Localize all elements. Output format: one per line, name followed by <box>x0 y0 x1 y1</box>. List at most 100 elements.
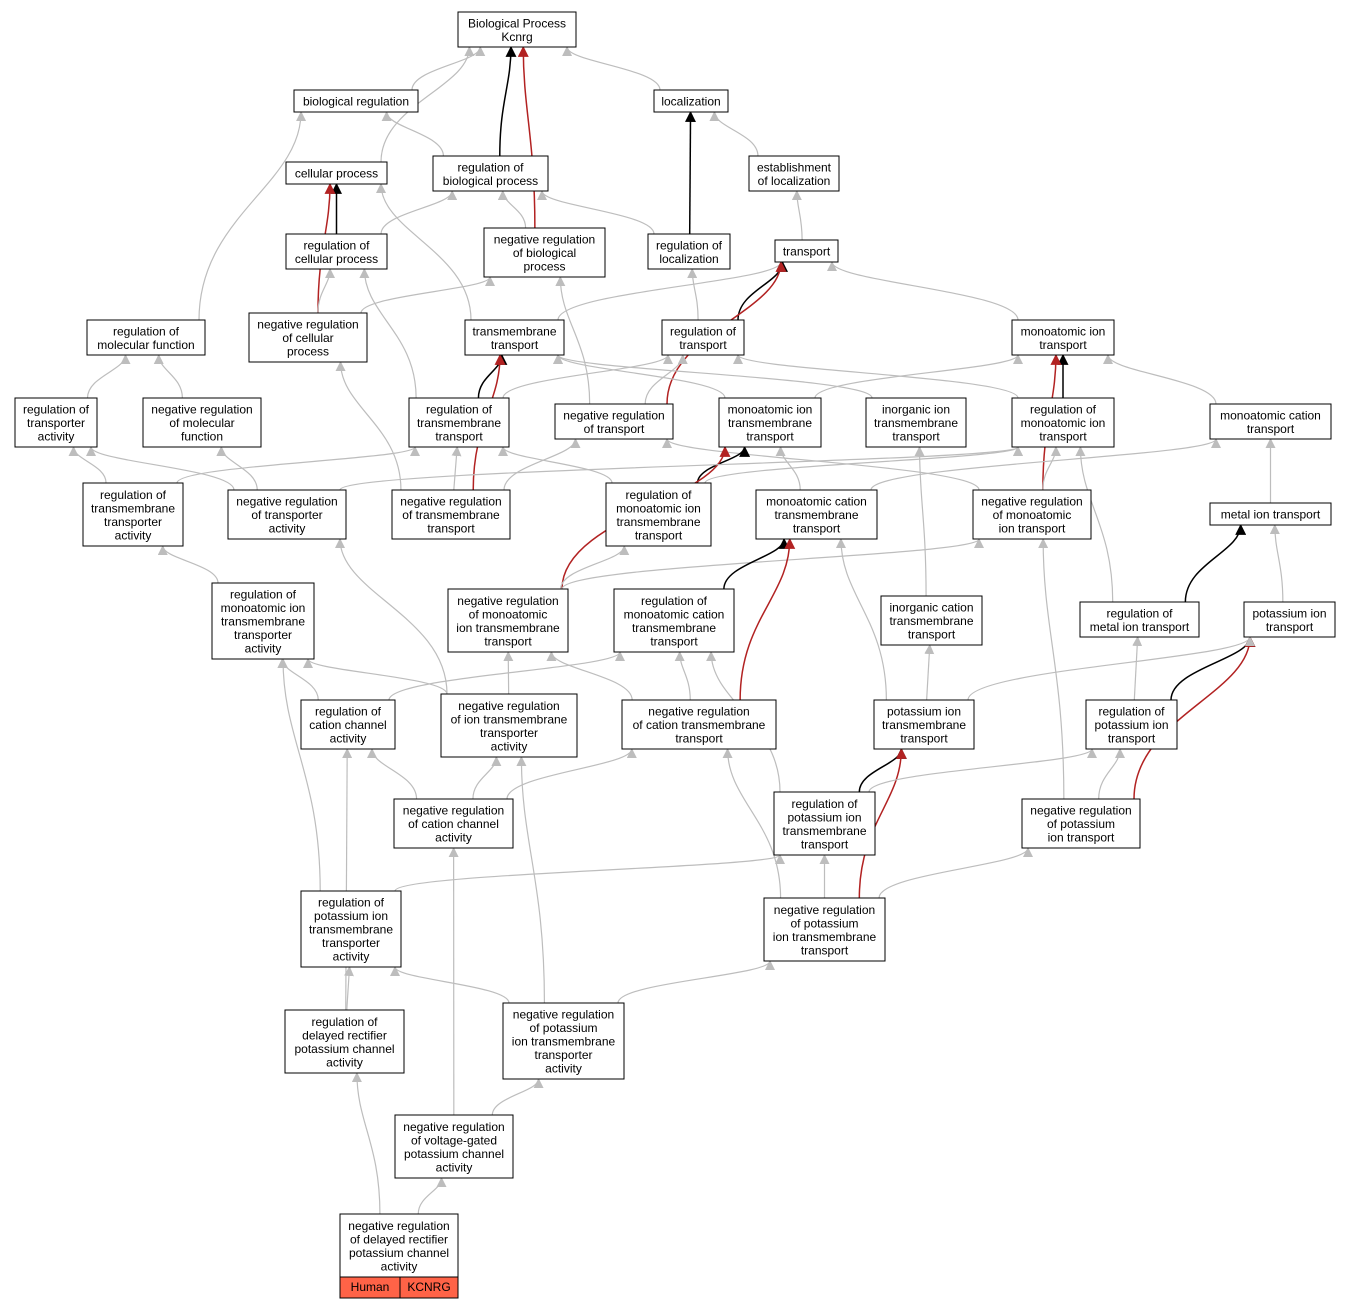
go-term-box[interactable] <box>284 1009 405 1074</box>
go-term-box[interactable] <box>142 397 262 448</box>
go-term-box[interactable] <box>1011 397 1115 448</box>
go-term-box[interactable] <box>865 397 967 448</box>
go-term-node[interactable]: cellular process <box>285 161 388 185</box>
go-term-box[interactable] <box>1209 502 1332 526</box>
go-term-node[interactable]: localization <box>653 89 729 113</box>
go-term-box[interactable] <box>86 319 206 356</box>
go-term-box[interactable] <box>464 319 565 356</box>
go-term-box[interactable] <box>1079 601 1200 638</box>
go-term-box[interactable] <box>661 319 745 356</box>
go-term-box[interactable] <box>653 89 729 113</box>
go-term-box[interactable] <box>14 397 98 448</box>
go-term-box[interactable] <box>613 588 735 653</box>
go-term-box[interactable] <box>647 233 731 270</box>
go-term-box[interactable] <box>391 489 511 540</box>
go-term-box[interactable] <box>82 482 184 547</box>
go-term-box[interactable] <box>502 1002 625 1080</box>
go-term-box[interactable] <box>763 897 886 962</box>
go-term-box[interactable] <box>972 489 1092 540</box>
go-term-box[interactable] <box>440 693 578 758</box>
go-term-node[interactable]: transport <box>774 239 839 263</box>
go-term-box[interactable] <box>300 699 396 750</box>
go-term-box[interactable] <box>880 595 983 646</box>
go-term-box[interactable] <box>393 798 514 849</box>
go-term-box[interactable] <box>339 1213 459 1278</box>
go-term-box[interactable] <box>248 312 368 363</box>
go-term-box[interactable] <box>748 155 840 192</box>
go-term-node[interactable]: biological regulation <box>293 89 419 113</box>
go-term-box[interactable] <box>1085 699 1178 750</box>
go-term-box[interactable] <box>1209 403 1332 440</box>
go-term-box[interactable] <box>873 699 975 750</box>
go-term-box[interactable] <box>718 397 822 448</box>
go-term-box[interactable] <box>300 890 402 968</box>
go-term-box[interactable] <box>285 161 388 185</box>
go-term-box[interactable] <box>773 791 876 856</box>
go-term-box[interactable] <box>211 582 315 660</box>
go-term-node[interactable]: metal ion transport <box>1209 502 1332 526</box>
go-term-box[interactable] <box>483 227 606 278</box>
go-term-box[interactable] <box>293 89 419 113</box>
go-term-box[interactable] <box>408 397 510 448</box>
go-term-box[interactable] <box>1011 319 1115 356</box>
go-term-box[interactable] <box>755 489 878 540</box>
go-term-node[interactable]: regulation oftransmembranetransporteract… <box>82 482 184 547</box>
go-term-box[interactable] <box>432 155 549 192</box>
go-term-box[interactable] <box>394 1114 514 1179</box>
go-term-box[interactable] <box>1243 601 1336 638</box>
go-term-box[interactable] <box>621 699 777 750</box>
go-term-box[interactable] <box>605 482 712 547</box>
go-term-box[interactable] <box>1021 798 1141 849</box>
go-term-box[interactable] <box>774 239 839 263</box>
go-term-box[interactable] <box>457 11 577 48</box>
go-term-box[interactable] <box>554 403 674 440</box>
go-term-box[interactable] <box>227 489 347 540</box>
go-term-box[interactable] <box>447 588 569 653</box>
go-term-box[interactable] <box>285 233 388 270</box>
